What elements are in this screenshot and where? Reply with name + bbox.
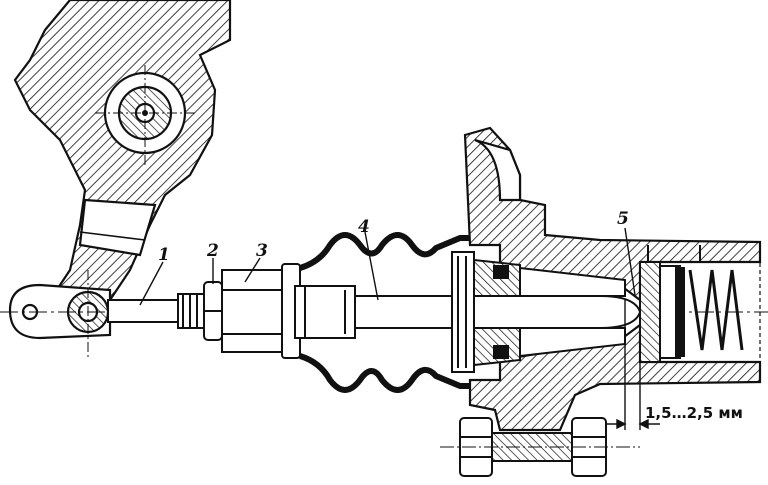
leader-lines xyxy=(139,227,636,306)
adjusting-nut xyxy=(221,263,301,359)
callout-1: 1 xyxy=(158,245,170,265)
callout-5: 5 xyxy=(617,209,629,229)
guide-bushing xyxy=(451,251,626,373)
clearance-dimension xyxy=(605,300,660,430)
callout-2: 2 xyxy=(206,241,219,261)
push-rod xyxy=(107,293,209,329)
callout-4: 4 xyxy=(358,217,370,237)
mounting-bolt xyxy=(440,417,640,477)
rubber-boot xyxy=(299,232,490,393)
callout-3: 3 xyxy=(256,241,268,261)
clearance-label: 1,5…2,5 мм xyxy=(645,404,743,422)
piston-and-spring xyxy=(639,245,744,363)
lock-nut xyxy=(203,281,223,341)
cylinder-body xyxy=(463,126,762,432)
